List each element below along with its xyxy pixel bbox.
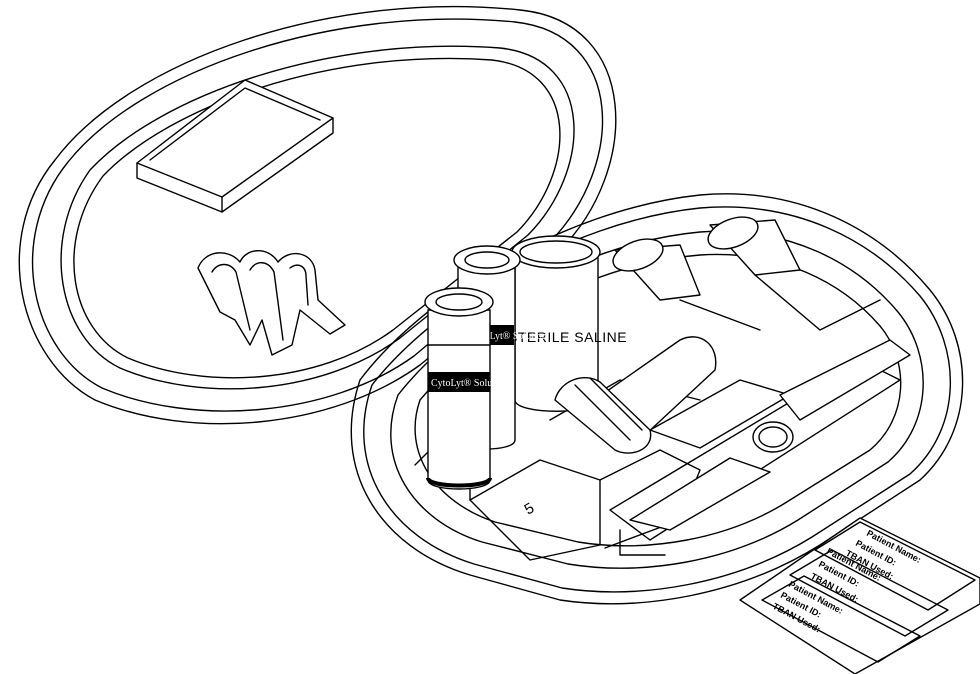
saline-label: STERILE SALINE: [508, 329, 627, 345]
lid: [18, 5, 617, 425]
vial-label: CytoLyt® Solution: [470, 331, 547, 342]
slot-trays: [629, 339, 911, 531]
capped-tube: [554, 336, 717, 454]
patient-label-sheet: Patient Name: Patient ID: TBAN Used: Pat…: [739, 517, 980, 674]
vial-front: CytoLyt® Solution: [424, 287, 508, 490]
compartment-number: 5: [522, 500, 538, 519]
vial-label: CytoLyt® Solution: [431, 378, 508, 389]
syringe-caps: [612, 216, 881, 331]
mr-logo-icon: [197, 250, 346, 356]
